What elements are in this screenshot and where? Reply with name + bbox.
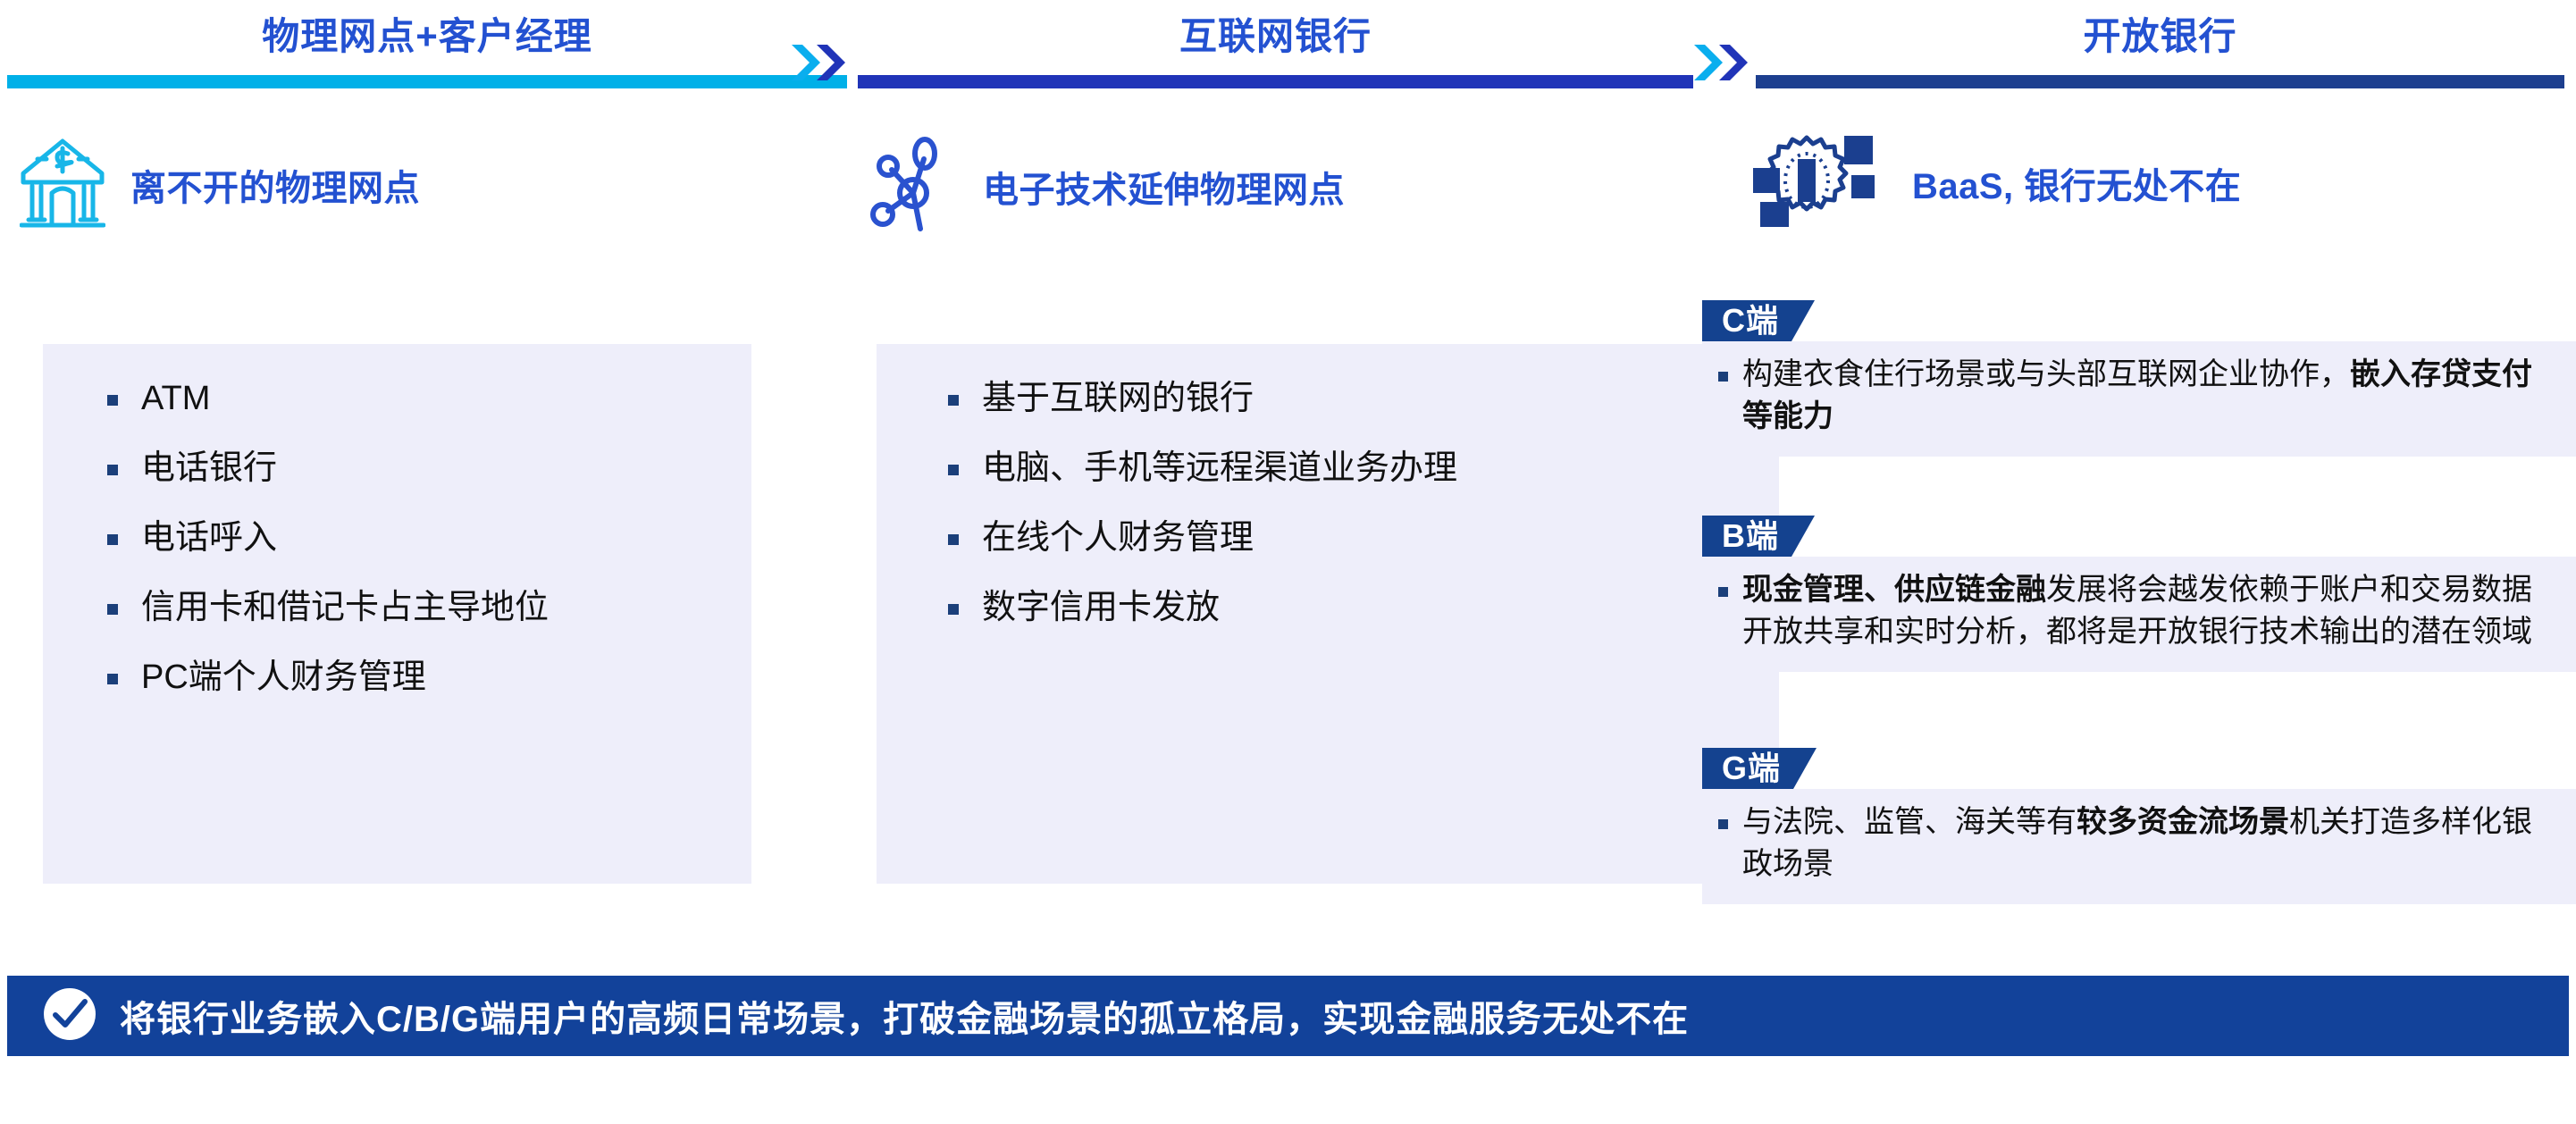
network-nodes-icon: [868, 136, 958, 237]
square-bullet-icon: [1718, 819, 1728, 829]
list-item-label: 电话银行: [141, 449, 278, 487]
column-header-2: 互联网银行: [858, 0, 1693, 88]
square-bullet-icon: [1718, 587, 1728, 597]
square-bullet-icon: [107, 533, 118, 545]
list-item: 数字信用卡发放: [948, 584, 1743, 633]
tab-text-g: 与法院、监管、海关等有较多资金流场景机关打造多样化银政场景: [1742, 805, 2532, 881]
summary-banner-text: 将银行业务嵌入C/B/G端用户的高频日常场景，打破金融场景的孤立格局，实现金融服…: [120, 1000, 1690, 1039]
tab-body-g: 与法院、监管、海关等有较多资金流场景机关打造多样化银政场景: [1702, 789, 2576, 905]
chevron-separator-2: [1692, 43, 1751, 82]
gear-blocks-icon: [1751, 132, 1887, 233]
summary-banner: 将银行业务嵌入C/B/G端用户的高频日常场景，打破金融场景的孤立格局，实现金融服…: [7, 976, 2569, 1056]
list-item: 在线个人财务管理: [948, 515, 1743, 563]
list-item: 电脑、手机等远程渠道业务办理: [948, 445, 1743, 493]
bullet-list-2: 基于互联网的银行 电脑、手机等远程渠道业务办理 在线个人财务管理 数字信用卡发放: [877, 344, 1779, 633]
check-circle-icon: [43, 987, 96, 1045]
square-bullet-icon: [948, 395, 959, 406]
tab-card-g: G端 与法院、监管、海关等有较多资金流场景机关打造多样化银政场景: [1702, 748, 2576, 905]
square-bullet-icon: [107, 395, 118, 406]
column-rule-3: [1756, 75, 2564, 88]
tab-body-b: 现金管理、供应链金融发展将会越发依赖于账户和交易数据开放共享和实时分析，都将是开…: [1702, 557, 2576, 673]
list-panel-1: ATM 电话银行 电话呼入 信用卡和借记卡占主导地位 PC端个人财务管理: [43, 344, 751, 884]
column-rule-1: [7, 75, 847, 88]
column-title-3: 开放银行: [2083, 15, 2237, 57]
square-bullet-icon: [948, 464, 959, 475]
square-bullet-icon: [948, 533, 959, 545]
list-item-label: 数字信用卡发放: [982, 588, 1221, 626]
subtitle-row-3: BaaS, 银行无处不在: [1751, 132, 2241, 233]
tab-card-b: B端 现金管理、供应链金融发展将会越发依赖于账户和交易数据开放共享和实时分析，都…: [1702, 516, 2576, 673]
column-header-3: 开放银行: [1756, 0, 2564, 88]
chevron-separator-1: [790, 43, 849, 82]
square-bullet-icon: [107, 673, 118, 684]
column-subtitle-1: 离不开的物理网点: [130, 168, 420, 208]
list-item: PC端个人财务管理: [107, 654, 716, 702]
tab-label-g[interactable]: G端: [1702, 748, 1817, 789]
list-item-label: 信用卡和借记卡占主导地位: [141, 588, 550, 626]
list-item: 信用卡和借记卡占主导地位: [107, 584, 716, 633]
column-rule-2: [858, 75, 1693, 88]
tab-card-c: C端 构建衣食住行场景或与头部互联网企业协作，嵌入存贷支付等能力: [1702, 300, 2576, 457]
bank-building-icon: [19, 134, 106, 235]
column-subtitle-2: 电子技术延伸物理网点: [983, 170, 1345, 210]
square-bullet-icon: [107, 603, 118, 615]
double-chevron-right-icon: [792, 45, 845, 80]
list-item-label: 在线个人财务管理: [982, 518, 1254, 557]
list-item-label: 基于互联网的银行: [982, 380, 1254, 417]
list-item: 电话呼入: [107, 515, 716, 563]
list-item: ATM: [107, 375, 716, 424]
square-bullet-icon: [1718, 372, 1728, 382]
list-item: 基于互联网的银行: [948, 375, 1743, 424]
column-header-1: 物理网点+客户经理: [7, 0, 847, 88]
list-item-label: 电脑、手机等远程渠道业务办理: [982, 449, 1458, 487]
square-bullet-icon: [107, 464, 118, 475]
tab-text-c: 构建衣食住行场景或与头部互联网企业协作，嵌入存贷支付等能力: [1742, 357, 2532, 433]
column-subtitle-3: BaaS, 银行无处不在: [1912, 166, 2242, 206]
list-item: 电话银行: [107, 445, 716, 493]
column-title-1: 物理网点+客户经理: [262, 15, 592, 57]
tab-body-c: 构建衣食住行场景或与头部互联网企业协作，嵌入存贷支付等能力: [1702, 341, 2576, 457]
list-panel-2: 基于互联网的银行 电脑、手机等远程渠道业务办理 在线个人财务管理 数字信用卡发放: [877, 344, 1779, 884]
list-item-label: 电话呼入: [141, 518, 278, 557]
bullet-list-1: ATM 电话银行 电话呼入 信用卡和借记卡占主导地位 PC端个人财务管理: [43, 344, 751, 702]
subtitle-row-2: 电子技术延伸物理网点: [868, 136, 1345, 237]
list-item-label: ATM: [141, 380, 211, 417]
subtitle-row-1: 离不开的物理网点: [19, 134, 420, 235]
column-title-2: 互联网银行: [1179, 15, 1372, 57]
double-chevron-right-icon: [1694, 45, 1748, 80]
tab-label-b[interactable]: B端: [1702, 516, 1815, 557]
list-item-label: PC端个人财务管理: [141, 658, 426, 696]
tab-text-b: 现金管理、供应链金融发展将会越发依赖于账户和交易数据开放共享和实时分析，都将是开…: [1742, 573, 2532, 649]
square-bullet-icon: [948, 603, 959, 615]
tab-label-c[interactable]: C端: [1702, 300, 1815, 341]
